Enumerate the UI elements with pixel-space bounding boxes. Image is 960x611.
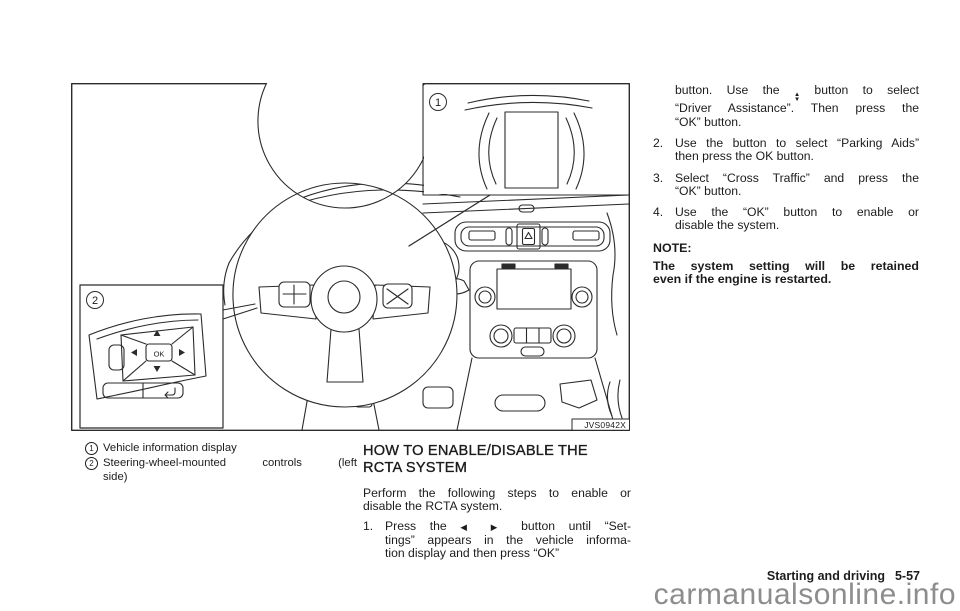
note-label: NOTE: bbox=[653, 240, 692, 255]
text-line: Use the button to select “Parking Aids” bbox=[675, 136, 919, 150]
steering-wheel bbox=[232, 33, 458, 408]
text-line: disable the RCTA system. bbox=[363, 499, 503, 514]
watermark: carmanualsonline.info bbox=[653, 578, 956, 611]
down-arrow-glyph: ▼ bbox=[793, 96, 801, 104]
figure-dashboard-illustration: 1 2 OK JVS0942X bbox=[70, 33, 630, 432]
step-1: 1. Press the ◀ ▶ button until “Set- ting… bbox=[363, 518, 632, 561]
legend-item-2-text: Steering-wheel-mounted controls (left sid… bbox=[103, 456, 357, 484]
leader-line-1 bbox=[408, 194, 491, 247]
legend-item-1-text: Vehicle information display bbox=[103, 441, 357, 455]
intro-paragraph: Perform the following steps to enable or… bbox=[363, 486, 631, 514]
continuation-text-before: button. Use the bbox=[675, 83, 780, 97]
pedal bbox=[422, 386, 454, 409]
dpad-right-icon bbox=[179, 349, 185, 356]
text-line: tings” appears in the vehicle informa- bbox=[385, 532, 631, 547]
svg-text:1: 1 bbox=[435, 97, 441, 109]
text-line: side) bbox=[103, 471, 128, 483]
text-line: HOW TO ENABLE/DISABLE THE bbox=[363, 443, 588, 459]
text-line: “OK” button. bbox=[675, 183, 742, 198]
callout-badge-1: 1 bbox=[429, 93, 447, 111]
leader-line-2 bbox=[222, 303, 258, 320]
step-2-number: 2. bbox=[653, 136, 664, 150]
text-line: The system setting will be retained bbox=[653, 259, 919, 274]
left-arrow-button-icon: ◀ bbox=[460, 521, 478, 532]
text-line: “OK” button. bbox=[675, 114, 742, 129]
text-line: Use the “OK” button to enable or bbox=[675, 205, 919, 220]
text-line: “Driver Assistance”. Then press the bbox=[675, 101, 919, 116]
text-line: RCTA SYSTEM bbox=[363, 460, 468, 476]
figure-code-label: JVS0942X bbox=[571, 418, 630, 431]
step-1-continuation: button. Use the ▲▼ button to select “Dri… bbox=[653, 83, 919, 129]
continuation-line-1: button. Use the ▲▼ button to select bbox=[675, 83, 919, 104]
callout-2-badge: 2 bbox=[85, 457, 98, 470]
callout-1-badge: 1 bbox=[85, 442, 98, 455]
dashboard-line-art: 1 2 OK JVS0942X bbox=[70, 33, 630, 432]
horn-pad bbox=[327, 280, 361, 314]
step-1-text-after: button until “Set- bbox=[521, 518, 632, 533]
step-3: 3. Select “Cross Traffic” and press the“… bbox=[653, 170, 919, 199]
text-line: Steering-wheel-mounted controls (left bbox=[103, 457, 357, 469]
step-4-number: 4. bbox=[653, 205, 664, 220]
step-2-text: Use the button to select “Parking Aids”t… bbox=[675, 136, 919, 164]
text-line: even if the engine is restarted. bbox=[653, 272, 832, 287]
figure-legend: 1 Vehicle information display 2 Steering… bbox=[85, 441, 357, 485]
step-2: 2. Use the button to select “Parking Aid… bbox=[653, 136, 919, 164]
ok-button-label: OK bbox=[154, 350, 165, 359]
step-1-line-1: Press the ◀ ▶ button until “Set- bbox=[385, 518, 632, 534]
text-line: Perform the following steps to enable or bbox=[363, 486, 631, 500]
right-arrow-button-icon: ▶ bbox=[490, 521, 508, 532]
up-down-button-icon: ▲▼ bbox=[793, 91, 801, 104]
svg-text:JVS0942X: JVS0942X bbox=[584, 420, 626, 430]
dpad-up-icon bbox=[153, 330, 161, 336]
text-line: Select “Cross Traffic” and press the bbox=[675, 170, 919, 185]
inset-vehicle-info-display bbox=[408, 83, 630, 247]
dpad-left-icon bbox=[131, 349, 137, 356]
dpad-down-icon bbox=[153, 366, 161, 372]
footer-page-number: 5-57 bbox=[894, 569, 920, 583]
article-column-right: button. Use the ▲▼ button to select “Dri… bbox=[653, 83, 919, 287]
step-1-rest: tings” appears in the vehicle informa-ti… bbox=[385, 532, 631, 561]
step-3-number: 3. bbox=[653, 170, 664, 185]
center-console bbox=[422, 194, 630, 431]
step-1-number: 1. bbox=[363, 518, 374, 533]
step-3-text: Select “Cross Traffic” and press the“OK”… bbox=[675, 170, 919, 199]
footer-section-title: Starting and driving bbox=[766, 569, 885, 583]
vehicle-info-display-screen bbox=[504, 111, 559, 189]
text-line: tion display and then press “OK” bbox=[385, 546, 560, 561]
ok-button bbox=[145, 343, 173, 362]
back-button-icon bbox=[164, 387, 176, 399]
continuation-text-after: button to select bbox=[814, 83, 919, 97]
step-1-text-before: Press the bbox=[385, 518, 447, 533]
callout-badge-2: 2 bbox=[86, 291, 104, 309]
infotainment-screen bbox=[496, 268, 572, 310]
inset-steering-controls bbox=[79, 284, 258, 429]
text-line: then press the OK button. bbox=[675, 149, 814, 164]
legend-item-2: 2 Steering-wheel-mounted controls (left s… bbox=[85, 456, 357, 484]
text-line: disable the system. bbox=[675, 218, 780, 233]
page-footer: Starting and driving 5-57 bbox=[767, 569, 920, 583]
text-line: Vehicle information display bbox=[103, 442, 237, 454]
continuation-rest: “Driver Assistance”. Then press the“OK” … bbox=[675, 102, 919, 129]
legend-item-1: 1 Vehicle information display bbox=[85, 441, 357, 455]
svg-text:2: 2 bbox=[92, 295, 98, 307]
up-arrow-glyph: ▲ bbox=[793, 91, 801, 98]
